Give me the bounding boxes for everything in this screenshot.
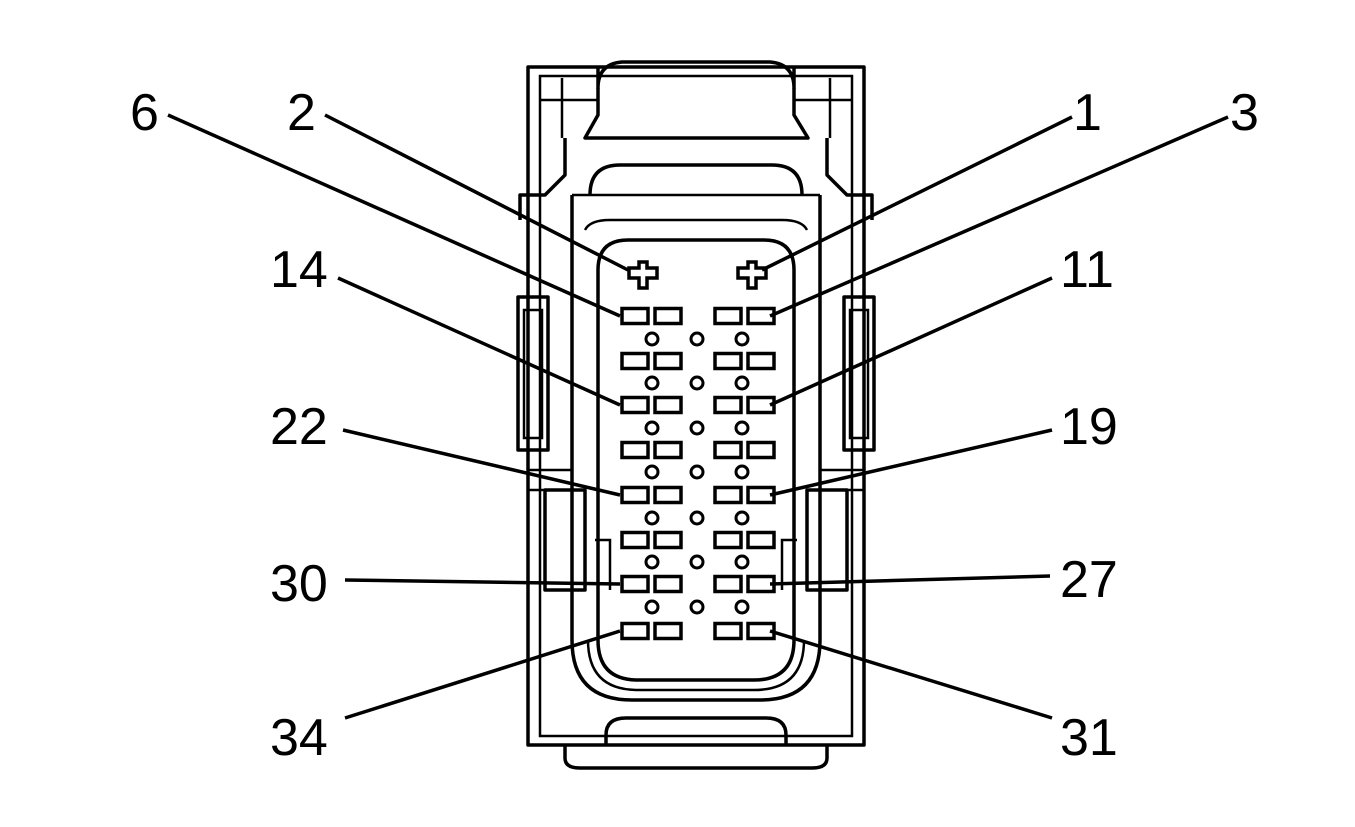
- terminal-cavity: [653, 485, 683, 505]
- alignment-hole: [689, 554, 705, 570]
- terminal-cavity: [653, 351, 683, 371]
- pin-label-30: 30: [270, 555, 328, 613]
- alignment-hole: [644, 510, 660, 526]
- leader-22: [342, 428, 621, 497]
- terminal-cavity: [653, 574, 683, 594]
- pin-label-14: 14: [270, 241, 328, 299]
- terminal-cavity: [746, 530, 776, 550]
- alignment-hole: [689, 510, 705, 526]
- terminal-cavity: [713, 440, 743, 460]
- alignment-hole: [689, 420, 705, 436]
- alignment-hole: [734, 375, 750, 391]
- terminal-cavity: [713, 621, 743, 641]
- pin-label-3: 3: [1230, 84, 1259, 142]
- terminal-cavity: [653, 306, 683, 326]
- leader-2: [324, 113, 629, 272]
- terminal-cavity: [620, 440, 650, 460]
- alignment-hole: [644, 464, 660, 480]
- terminal-cavity: [620, 530, 650, 550]
- terminal-cavity: [620, 306, 650, 326]
- leader-14: [337, 276, 621, 407]
- terminal-cavity: [713, 574, 743, 594]
- alignment-hole: [734, 420, 750, 436]
- leader-19: [769, 428, 1053, 497]
- pin-label-1: 1: [1073, 84, 1102, 142]
- alignment-hole: [644, 554, 660, 570]
- terminal-cavity: [620, 574, 650, 594]
- terminal-cavity: [713, 530, 743, 550]
- alignment-hole: [644, 599, 660, 615]
- key-right: [736, 260, 768, 290]
- leader-6: [167, 113, 621, 318]
- leader-34: [344, 629, 621, 720]
- key-left: [627, 260, 659, 290]
- alignment-hole: [734, 599, 750, 615]
- leader-3: [769, 115, 1229, 318]
- pin-labels: 6 2 14 22 30 34 1 3 11 19 27 31: [130, 84, 1259, 767]
- alignment-hole: [689, 599, 705, 615]
- leader-30: [344, 578, 621, 586]
- alignment-hole: [644, 420, 660, 436]
- alignment-hole: [734, 510, 750, 526]
- terminal-cavity: [620, 621, 650, 641]
- pin-label-6: 6: [130, 84, 159, 142]
- pin-label-19: 19: [1060, 398, 1118, 456]
- terminal-cavity: [653, 621, 683, 641]
- pin-label-2: 2: [287, 84, 316, 142]
- alignment-hole: [644, 375, 660, 391]
- polarization-keys: [627, 260, 768, 290]
- connector-body: [516, 60, 876, 770]
- terminal-cavity: [746, 351, 776, 371]
- terminal-cavity: [713, 351, 743, 371]
- pin-label-27: 27: [1060, 551, 1118, 609]
- alignment-hole: [734, 331, 750, 347]
- terminal-cavity: [746, 440, 776, 460]
- terminal-cavity: [653, 440, 683, 460]
- leader-lines: [167, 113, 1229, 720]
- terminal-cavity: [713, 306, 743, 326]
- alignment-hole: [689, 464, 705, 480]
- terminal-cavity: [620, 485, 650, 505]
- pin-label-11: 11: [1060, 241, 1114, 299]
- alignment-hole: [734, 554, 750, 570]
- leader-31: [769, 629, 1053, 720]
- alignment-hole: [644, 331, 660, 347]
- alignment-hole: [689, 375, 705, 391]
- terminal-cavity: [713, 485, 743, 505]
- terminal-cavity: [713, 395, 743, 415]
- alignment-hole: [689, 331, 705, 347]
- terminal-cavity: [620, 395, 650, 415]
- terminal-cavity: [620, 351, 650, 371]
- alignment-hole: [734, 464, 750, 480]
- terminal-cavities: [620, 306, 776, 641]
- pin-label-31: 31: [1060, 709, 1118, 767]
- terminal-cavity: [653, 395, 683, 415]
- leader-1: [761, 115, 1073, 272]
- leader-11: [769, 276, 1053, 407]
- terminal-cavity: [653, 530, 683, 550]
- pin-label-34: 34: [270, 709, 328, 767]
- leader-27: [769, 574, 1051, 586]
- pin-label-22: 22: [270, 398, 328, 456]
